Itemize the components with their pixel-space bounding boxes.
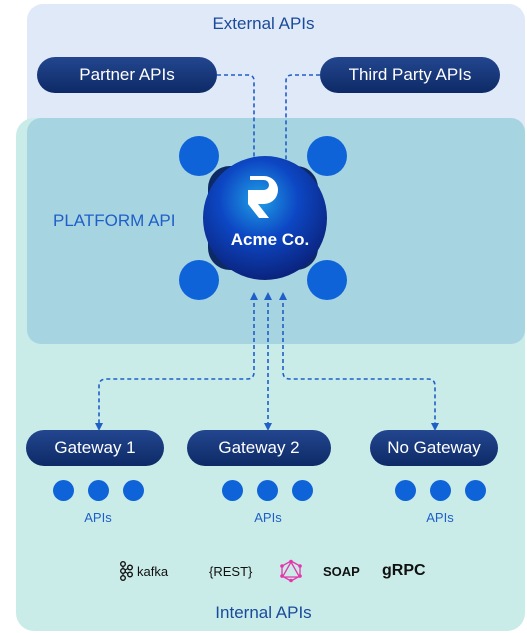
- rest-logo: {REST}: [209, 559, 252, 583]
- grpc-logo: gRPC: [382, 559, 426, 583]
- graphql-logo: [279, 559, 303, 583]
- gateway-1-apis-label: APIs: [84, 510, 112, 525]
- rest-text: {REST}: [209, 563, 253, 579]
- third-party-connector: [285, 74, 320, 162]
- partner-apis-pill[interactable]: Partner APIs: [37, 57, 217, 93]
- external-apis-title: External APIs: [212, 14, 315, 33]
- internal-apis-title: Internal APIs: [215, 603, 312, 622]
- no-gateway-api-dot: [430, 480, 451, 501]
- platform-api-label: PLATFORM API: [53, 211, 176, 230]
- kafka-icon: [120, 561, 133, 581]
- grpc-text: gRPC: [382, 562, 426, 579]
- no-gateway-api-dot: [395, 480, 416, 501]
- no-gateway-connector: [279, 292, 439, 431]
- no-gateway-apis-label: APIs: [426, 510, 454, 525]
- gateway-2-pill[interactable]: Gateway 2: [187, 430, 331, 466]
- soap-logo: SOAP: [323, 559, 360, 583]
- kafka-logo: kafka: [118, 559, 168, 583]
- gateway-2-apis-label: APIs: [254, 510, 282, 525]
- gateway-2-api-dot: [222, 480, 243, 501]
- center-title: Acme Co.: [230, 230, 310, 249]
- no-gateway-api-dot: [465, 480, 486, 501]
- acme-logo-icon: [248, 176, 278, 218]
- soap-text: SOAP: [323, 563, 360, 579]
- gateway-1-api-dot: [123, 480, 144, 501]
- graphql-icon: [280, 559, 302, 583]
- gateway-1-pill[interactable]: Gateway 1: [26, 430, 164, 466]
- gateway-1-api-dot: [88, 480, 109, 501]
- gateway-2-api-dot: [292, 480, 313, 501]
- gateway1-connector: [95, 292, 258, 431]
- partner-connector: [217, 74, 255, 162]
- gateway-2-api-dot: [257, 480, 278, 501]
- third-party-apis-pill[interactable]: Third Party APIs: [320, 57, 500, 93]
- kafka-text: kafka: [137, 563, 169, 579]
- gateway-1-api-dot: [53, 480, 74, 501]
- no-gateway-pill[interactable]: No Gateway: [370, 430, 498, 466]
